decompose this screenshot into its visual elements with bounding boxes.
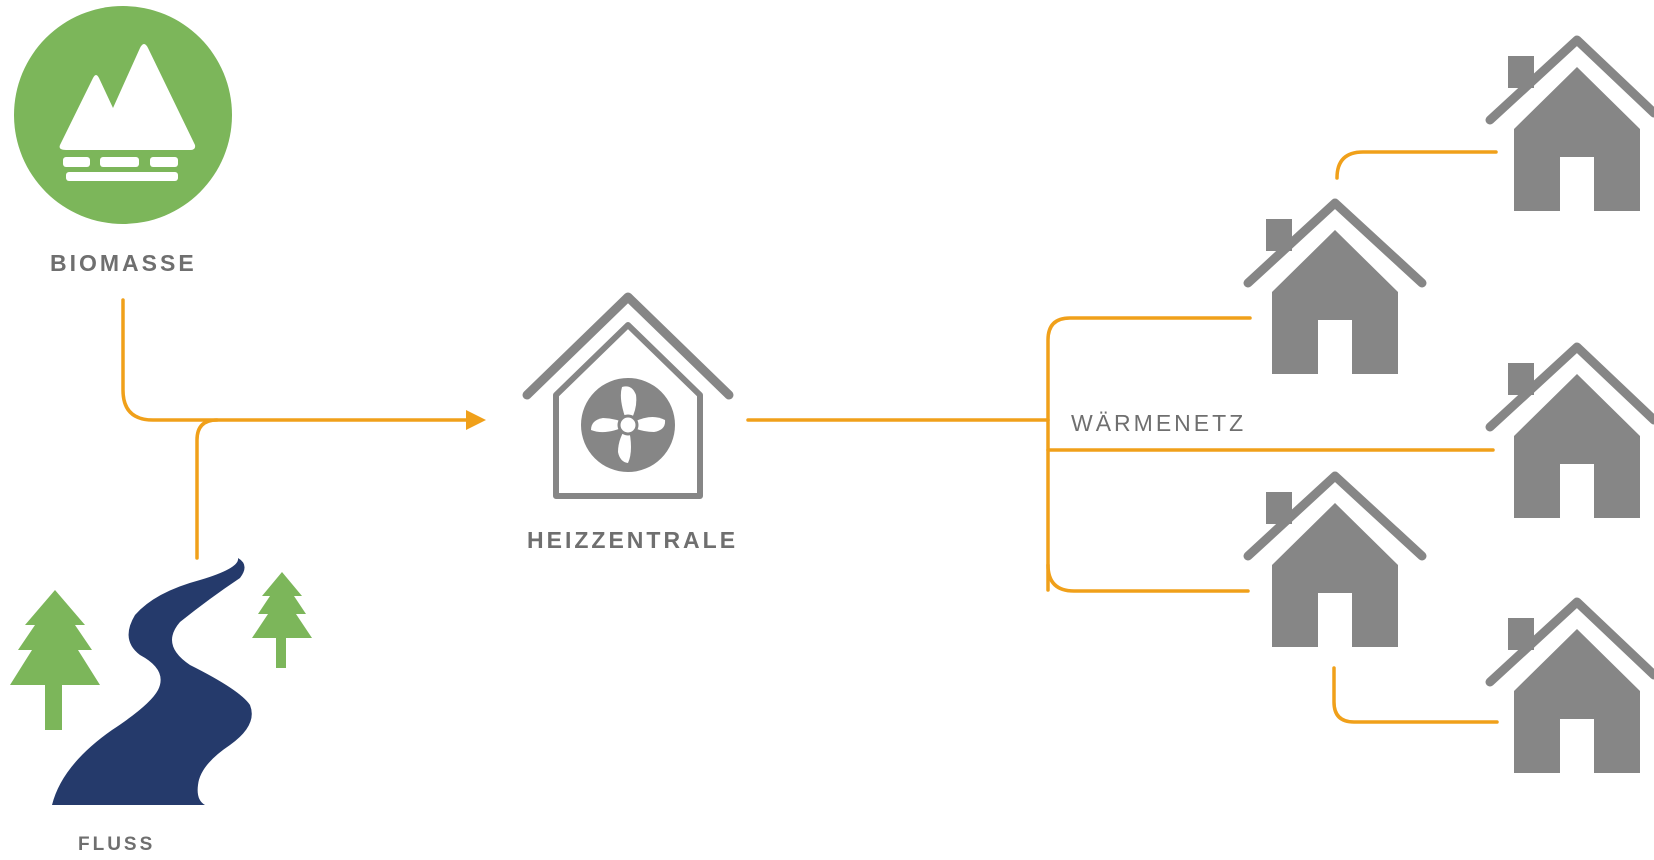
pipe-network (121, 150, 1499, 724)
house-icon (1485, 597, 1654, 773)
biomass-label: BIOMASSE (50, 250, 197, 276)
tree-icon (10, 590, 100, 730)
house-icon (1485, 342, 1654, 518)
river-icon (52, 558, 252, 805)
heating-plant-icon (522, 292, 734, 499)
tree-icon (252, 572, 312, 668)
biomass-icon (14, 6, 232, 224)
fan-icon (591, 386, 666, 463)
house-icon (1485, 35, 1654, 211)
house-icon (1243, 471, 1427, 647)
heat-network-label: WÄRMENETZ (1071, 410, 1247, 436)
heating-plant-label: HEIZZENTRALE (527, 527, 739, 553)
river-label: FLUSS (78, 834, 156, 855)
house-icon (1243, 198, 1427, 374)
